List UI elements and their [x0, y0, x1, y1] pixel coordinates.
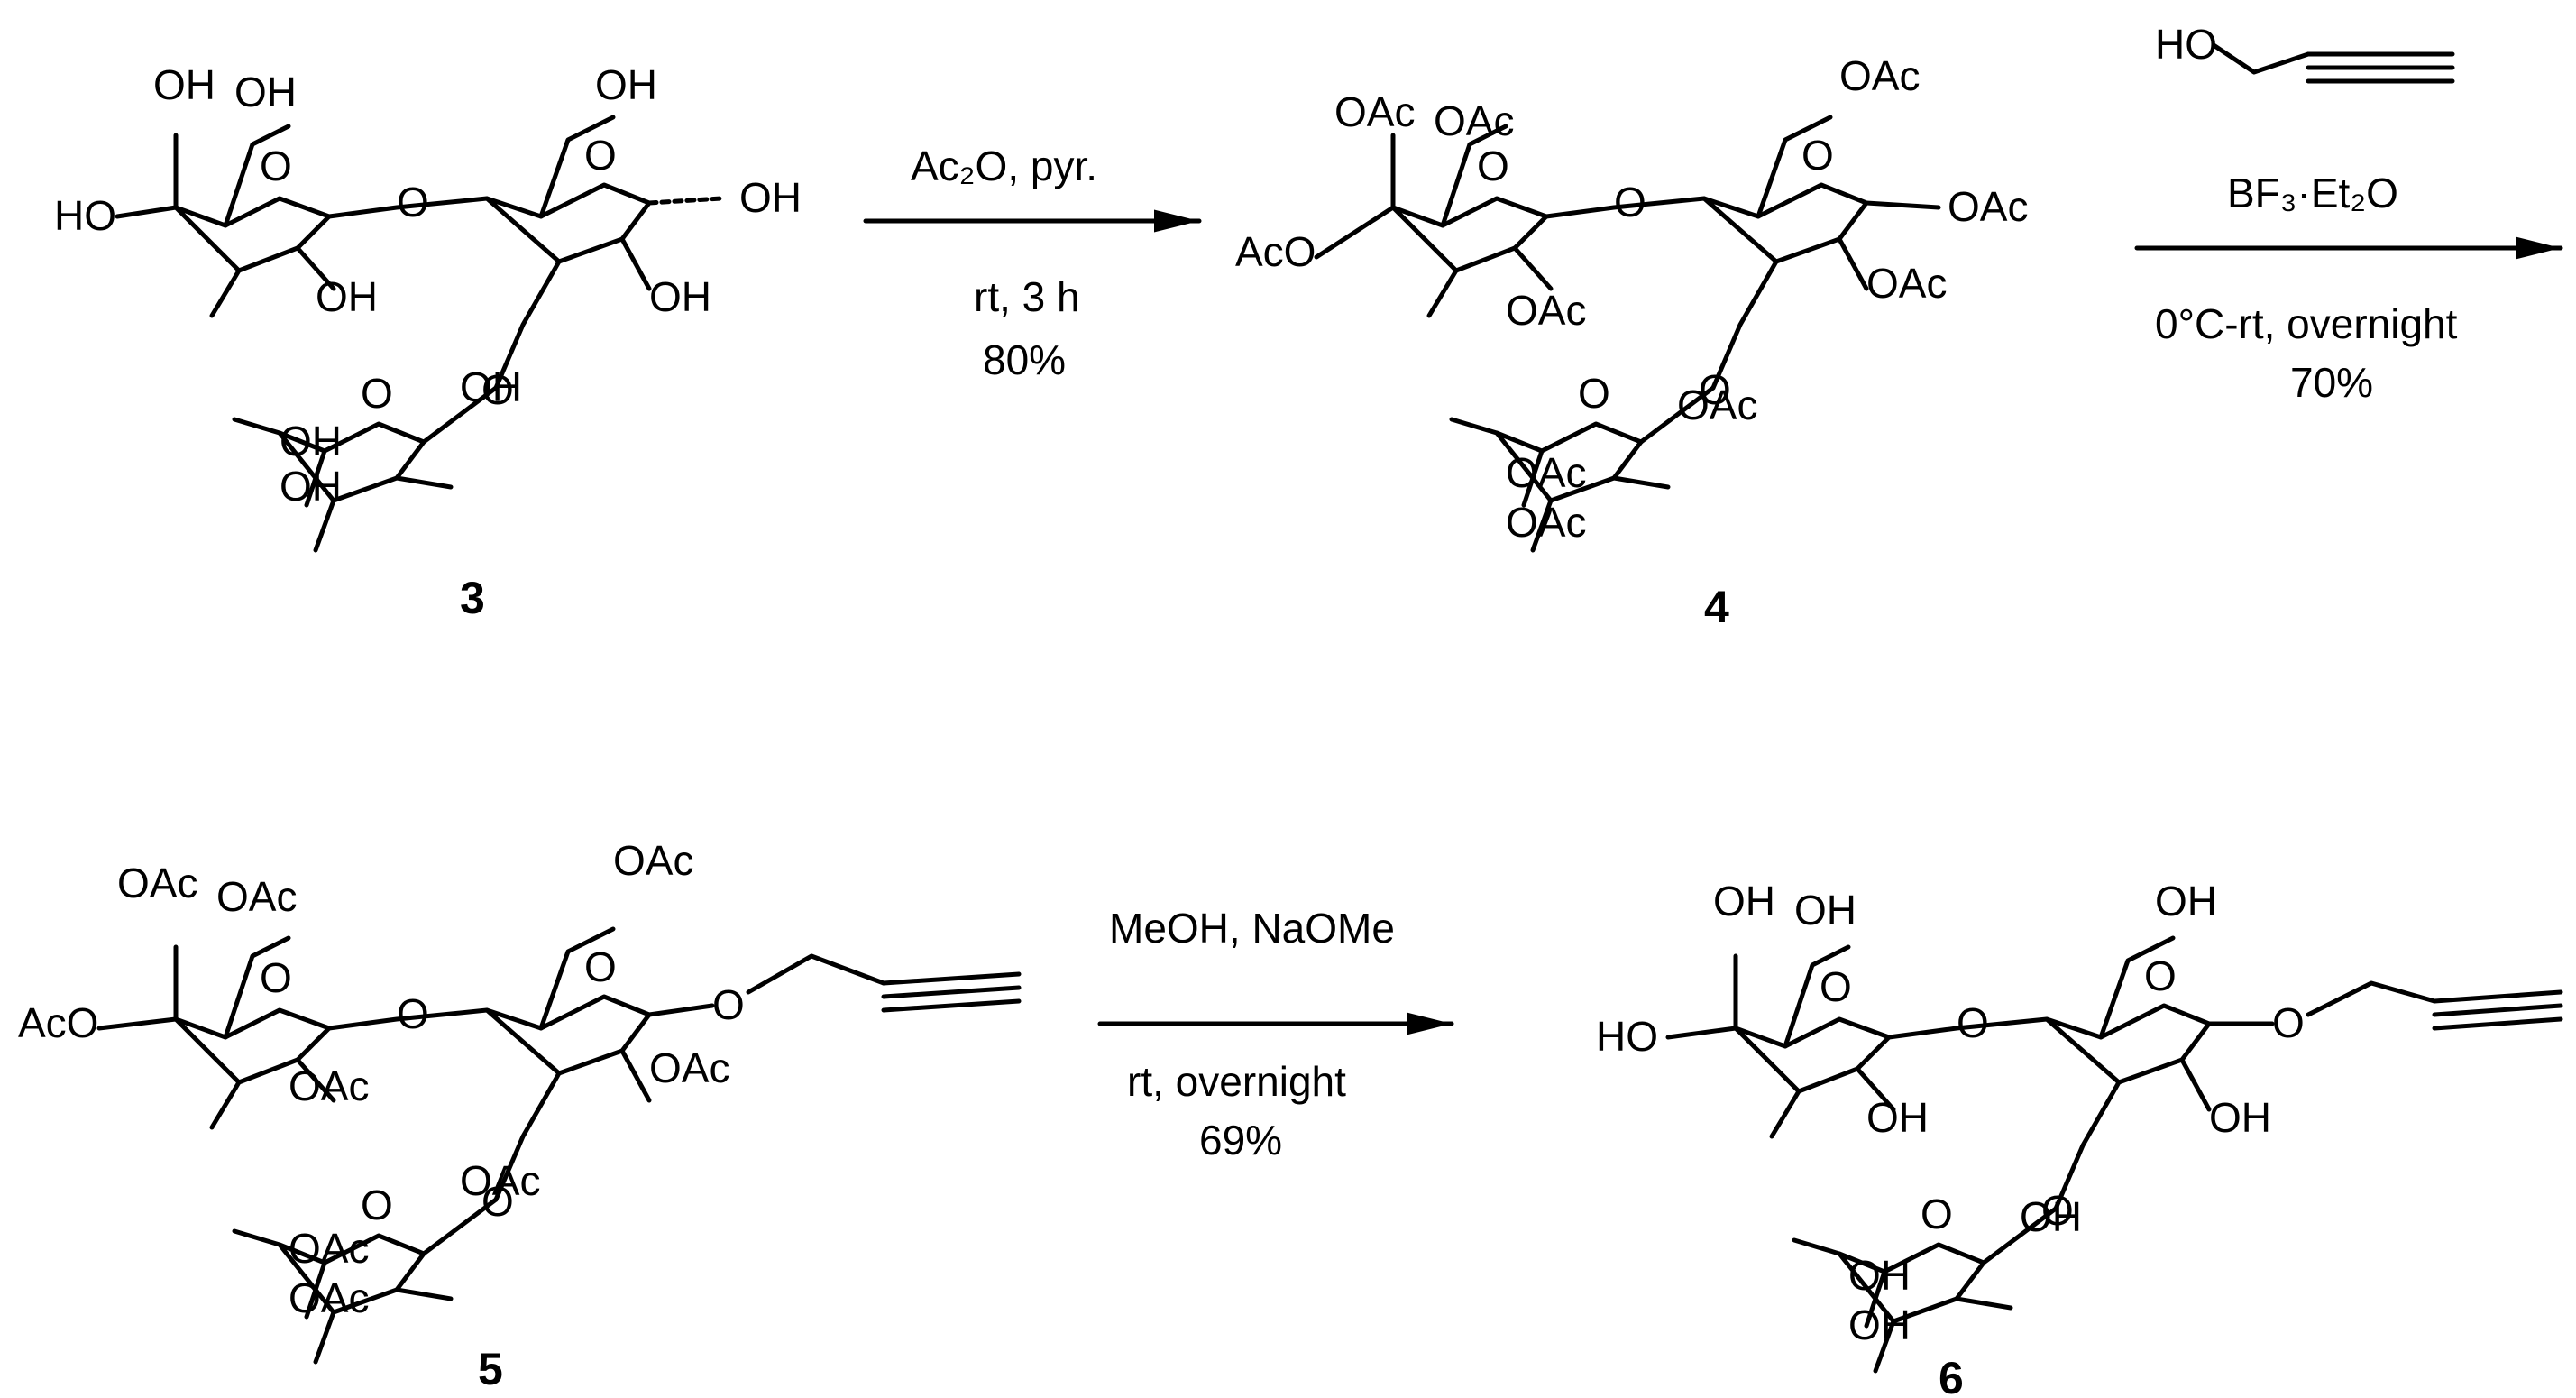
reaction-arrow-3: MeOH, NaOMe rt, overnight 69%	[1097, 905, 1454, 1163]
svg-text:OAc: OAc	[1506, 499, 1586, 546]
svg-text:OH: OH	[1794, 887, 1856, 934]
svg-text:OAc: OAc	[1434, 97, 1514, 144]
svg-text:rt, overnight: rt, overnight	[1127, 1058, 1346, 1105]
svg-text:80%: 80%	[983, 336, 1066, 383]
svg-text:HO: HO	[1596, 1013, 1658, 1060]
svg-text:OH: OH	[280, 463, 342, 510]
svg-text:MeOH, NaOMe: MeOH, NaOMe	[1109, 905, 1395, 952]
svg-text:OH: OH	[234, 69, 297, 115]
svg-text:OAc: OAc	[1866, 260, 1947, 307]
svg-text:HO: HO	[54, 192, 116, 239]
svg-text:OAc: OAc	[117, 860, 197, 906]
svg-text:OAc: OAc	[1677, 382, 1757, 428]
svg-text:rt, 3 h: rt, 3 h	[974, 273, 1080, 320]
svg-text:OH: OH	[1848, 1252, 1911, 1299]
compound-5: OAc OAc AcO OAc OAc OAc O OAc OAc OAc 5	[18, 837, 1022, 1394]
svg-text:OAc: OAc	[289, 1274, 369, 1321]
compound-label-5: 5	[478, 1344, 503, 1394]
svg-text:0°C-rt, overnight: 0°C-rt, overnight	[2155, 300, 2458, 347]
svg-text:O: O	[2272, 999, 2305, 1046]
svg-text:69%: 69%	[1199, 1117, 1282, 1163]
svg-text:BF₃·Et₂O: BF₃·Et₂O	[2227, 170, 2398, 216]
svg-text:OAc: OAc	[613, 837, 693, 884]
svg-text:OAc: OAc	[1506, 287, 1586, 334]
svg-text:70%: 70%	[2290, 359, 2373, 406]
compound-3: OH OH HO OH OH OH OH OH OH OH 3	[54, 61, 802, 623]
compound-6: OH OH HO OH OH OH O OH OH OH 6	[1596, 878, 2563, 1398]
svg-text:OH: OH	[739, 174, 802, 221]
svg-text:OH: OH	[1848, 1301, 1911, 1348]
svg-text:OH: OH	[595, 61, 657, 108]
svg-text:OAc: OAc	[289, 1225, 369, 1272]
compound-label-3: 3	[460, 573, 485, 623]
compound-label-6: 6	[1939, 1353, 1964, 1398]
svg-text:OAc: OAc	[649, 1044, 729, 1091]
svg-text:OH: OH	[2020, 1193, 2082, 1240]
svg-text:HO: HO	[2155, 21, 2217, 68]
svg-text:OH: OH	[280, 418, 342, 464]
svg-text:Ac₂O, pyr.: Ac₂O, pyr.	[911, 143, 1097, 189]
svg-text:OH: OH	[316, 273, 378, 320]
svg-text:OAc: OAc	[1839, 52, 1920, 99]
svg-text:OH: OH	[2209, 1094, 2271, 1141]
compound-label-4: 4	[1704, 582, 1729, 632]
svg-text:OH: OH	[153, 61, 215, 108]
svg-text:OH: OH	[1866, 1094, 1929, 1141]
svg-text:OAc: OAc	[1334, 88, 1415, 135]
svg-text:OH: OH	[460, 363, 522, 410]
reaction-arrow-2: HO BF₃·Et₂O 0°C-rt, overnight 70%	[2134, 21, 2563, 406]
svg-text:OAc: OAc	[1506, 449, 1586, 496]
compound-4: OAc OAc AcO OAc OAc OAc OAc OAc OAc OAc …	[1235, 52, 2028, 632]
svg-text:AcO: AcO	[18, 999, 98, 1046]
svg-text:OAc: OAc	[289, 1062, 369, 1109]
svg-text:OAc: OAc	[460, 1157, 540, 1204]
svg-text:OAc: OAc	[216, 873, 297, 920]
svg-text:OH: OH	[2155, 878, 2217, 924]
svg-text:OAc: OAc	[1948, 183, 2028, 230]
svg-text:OH: OH	[649, 273, 711, 320]
reaction-arrow-1: Ac₂O, pyr. rt, 3 h 80%	[863, 143, 1202, 383]
svg-text:OH: OH	[1713, 878, 1775, 924]
svg-text:AcO: AcO	[1235, 228, 1316, 275]
svg-text:O: O	[712, 981, 745, 1028]
